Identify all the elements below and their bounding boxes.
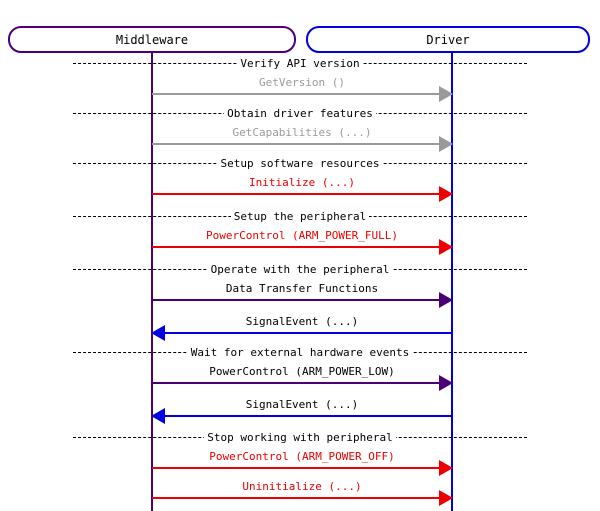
- arrowhead-left-icon: [151, 408, 165, 424]
- lifeline-middleware: [151, 53, 153, 511]
- arrowhead-left-icon: [151, 325, 165, 341]
- message-label: PowerControl (ARM_POWER_OFF): [209, 450, 395, 463]
- arrowhead-right-icon: [439, 136, 453, 152]
- phase-separator: Obtain driver features: [73, 107, 527, 121]
- message-label: PowerControl (ARM_POWER_FULL): [205, 229, 399, 242]
- separator-caption: Verify API version: [73, 57, 527, 71]
- separator-caption-text: Obtain driver features: [224, 107, 376, 120]
- message-line: [152, 193, 452, 195]
- message-label: GetCapabilities (...): [232, 126, 372, 139]
- message-label: Initialize (...): [249, 176, 355, 189]
- message-line: [152, 246, 452, 248]
- message-line: [152, 143, 452, 145]
- message-line: [152, 332, 452, 334]
- separator-caption-text: Verify API version: [237, 57, 363, 70]
- message-line: [152, 299, 452, 301]
- message-label: GetVersion (): [258, 76, 346, 89]
- phase-separator: Verify API version: [73, 57, 527, 71]
- message-label: Uninitialize (...): [242, 480, 362, 493]
- message-arrow[interactable]: Data Transfer Functions: [151, 281, 453, 311]
- arrowhead-right-icon: [439, 490, 453, 506]
- message-arrow[interactable]: GetVersion (): [151, 75, 453, 105]
- message-arrow[interactable]: PowerControl (ARM_POWER_LOW): [151, 364, 453, 394]
- arrowhead-right-icon: [439, 86, 453, 102]
- message-arrow[interactable]: SignalEvent (...): [151, 314, 453, 344]
- participant-label-driver: Driver: [426, 32, 470, 47]
- separator-caption: Stop working with peripheral: [73, 431, 527, 445]
- message-label: PowerControl (ARM_POWER_LOW): [209, 365, 395, 378]
- message-line: [152, 382, 452, 384]
- message-arrow[interactable]: Initialize (...): [151, 175, 453, 205]
- separator-caption-text: Setup the peripheral: [230, 210, 370, 223]
- arrowhead-right-icon: [439, 239, 453, 255]
- participant-box-driver[interactable]: Driver: [306, 26, 590, 53]
- separator-caption-text: Setup software resources: [217, 157, 383, 170]
- separator-caption: Obtain driver features: [73, 107, 527, 121]
- phase-separator: Stop working with peripheral: [73, 431, 527, 445]
- phase-separator: Setup the peripheral: [73, 210, 527, 224]
- message-label: SignalEvent (...): [245, 398, 359, 411]
- arrowhead-right-icon: [439, 292, 453, 308]
- arrowhead-right-icon: [439, 375, 453, 391]
- message-arrow[interactable]: PowerControl (ARM_POWER_FULL): [151, 228, 453, 258]
- message-line: [152, 415, 452, 417]
- message-line: [152, 497, 452, 499]
- separator-caption-text: Operate with the peripheral: [207, 263, 393, 276]
- phase-separator: Setup software resources: [73, 157, 527, 171]
- separator-caption: Wait for external hardware events: [73, 346, 527, 360]
- arrowhead-right-icon: [439, 460, 453, 476]
- message-arrow[interactable]: GetCapabilities (...): [151, 125, 453, 155]
- separator-caption: Operate with the peripheral: [73, 263, 527, 277]
- message-line: [152, 467, 452, 469]
- lifeline-driver: [451, 53, 453, 511]
- message-arrow[interactable]: SignalEvent (...): [151, 397, 453, 427]
- message-arrow[interactable]: PowerControl (ARM_POWER_OFF): [151, 449, 453, 479]
- message-arrow[interactable]: Uninitialize (...): [151, 479, 453, 509]
- phase-separator: Wait for external hardware events: [73, 346, 527, 360]
- participant-label-middleware: Middleware: [115, 32, 189, 47]
- message-label: SignalEvent (...): [245, 315, 359, 328]
- phase-separator: Operate with the peripheral: [73, 263, 527, 277]
- message-line: [152, 93, 452, 95]
- participant-box-middleware[interactable]: Middleware: [8, 26, 296, 53]
- separator-caption: Setup software resources: [73, 157, 527, 171]
- separator-caption: Setup the peripheral: [73, 210, 527, 224]
- separator-caption-text: Stop working with peripheral: [204, 431, 396, 444]
- arrowhead-right-icon: [439, 186, 453, 202]
- message-label: Data Transfer Functions: [225, 282, 379, 295]
- separator-caption-text: Wait for external hardware events: [187, 346, 413, 359]
